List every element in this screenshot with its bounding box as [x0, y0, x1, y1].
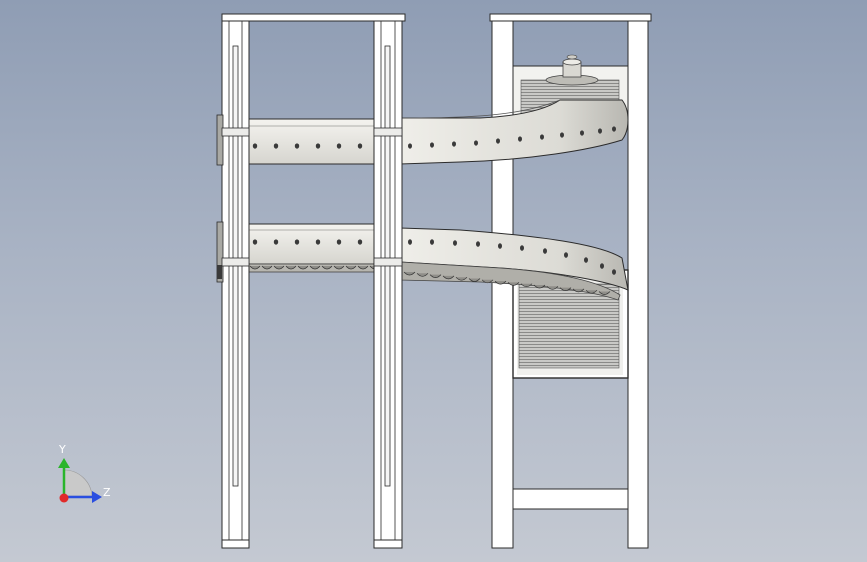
belt-hole [315, 239, 321, 245]
lower-belt-curve [399, 227, 629, 301]
belt-tooth [285, 265, 297, 270]
x-axis-icon [59, 493, 69, 503]
belt-tooth [249, 265, 261, 270]
belt-hole [496, 138, 500, 144]
belt-hole [476, 241, 480, 247]
belt-tooth [442, 275, 455, 280]
belt-hole [520, 245, 524, 251]
belt-tooth [507, 282, 520, 286]
belt-hole [452, 141, 456, 147]
belt-hole [612, 269, 616, 275]
belt-tooth [429, 274, 442, 278]
lower-belt-holes [408, 239, 616, 275]
triad-y-label: Y [59, 443, 66, 456]
belt-hole [252, 143, 258, 149]
belt-tooth [321, 265, 333, 270]
belt-tooth [333, 265, 345, 270]
belt-hole [315, 143, 321, 149]
belt-hole [408, 143, 412, 149]
lower-belt-teeth [403, 271, 611, 295]
belt-hole [584, 257, 588, 263]
belt-tooth [585, 289, 598, 294]
belt-tooth [546, 286, 559, 290]
belt-tooth [520, 283, 533, 288]
belt-tooth [261, 265, 273, 270]
belt-tooth [403, 271, 416, 276]
belt-hole [540, 134, 544, 140]
belt-hole [357, 143, 363, 149]
belt-hole [564, 252, 568, 258]
belt-hole [273, 143, 279, 149]
belt-hole [336, 239, 342, 245]
belt-hole [430, 142, 434, 148]
belt-tooth [598, 291, 611, 295]
triad-z-label: Z [103, 486, 111, 499]
belt-tooth [559, 287, 572, 291]
belt-hole [357, 239, 363, 245]
belt-hole [430, 239, 434, 245]
coordinate-triad [58, 458, 102, 503]
belt-hole [560, 132, 564, 138]
upper-belt-curve [399, 99, 629, 165]
belt-tooth [572, 288, 585, 293]
belt-hole [543, 248, 547, 254]
belt-hole [294, 239, 300, 245]
belt-hole [474, 140, 478, 146]
belt-tooth [533, 284, 546, 289]
belt-hole [518, 136, 522, 142]
belt-hole [408, 239, 412, 245]
belt-hole [598, 128, 602, 134]
belt-tooth [273, 265, 285, 270]
belt-tooth [468, 278, 481, 282]
belt-tooth [494, 280, 507, 285]
belt-hole [612, 126, 616, 132]
belt-hole [580, 130, 584, 136]
belt-tooth [455, 276, 468, 281]
belt-tooth [297, 265, 309, 270]
lower-belt-straight [224, 223, 403, 273]
belt-tooth [416, 273, 429, 277]
belt-hole [294, 143, 300, 149]
belt-hole [336, 143, 342, 149]
belt-tooth [481, 279, 494, 284]
belt-tooth [357, 265, 369, 270]
belt-hole [600, 263, 604, 269]
belt-hole [252, 239, 258, 245]
belt-tooth [309, 265, 321, 270]
belt-tooth [345, 265, 357, 270]
left-frame [216, 13, 406, 549]
belt-hole [498, 243, 502, 249]
upper-belt-holes [408, 126, 616, 149]
belt-hole [453, 240, 457, 246]
belt-hole [273, 239, 279, 245]
